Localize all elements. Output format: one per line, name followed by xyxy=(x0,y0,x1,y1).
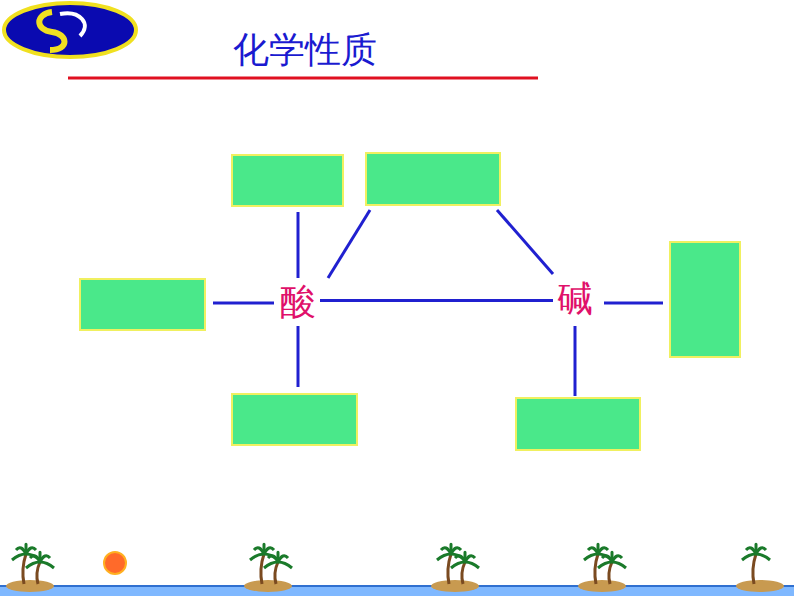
concept-text: 酸 xyxy=(280,282,316,322)
slide-title: 化学性质 xyxy=(233,26,377,75)
logo xyxy=(4,3,136,57)
palm-island xyxy=(578,544,626,592)
empty-boxes xyxy=(80,153,740,450)
concept-label: 碱 xyxy=(553,279,597,319)
palm-island xyxy=(431,544,479,592)
connector-line xyxy=(320,300,553,301)
palm-island xyxy=(244,544,292,592)
palm-trees xyxy=(6,544,784,592)
concept-label: 酸 xyxy=(276,282,320,322)
branch-lines xyxy=(213,210,663,396)
concept-text: 碱 xyxy=(557,279,593,319)
sea-scenery xyxy=(0,552,794,596)
palm-island xyxy=(736,544,784,592)
palm-island xyxy=(6,544,54,592)
title-underline xyxy=(68,77,538,80)
